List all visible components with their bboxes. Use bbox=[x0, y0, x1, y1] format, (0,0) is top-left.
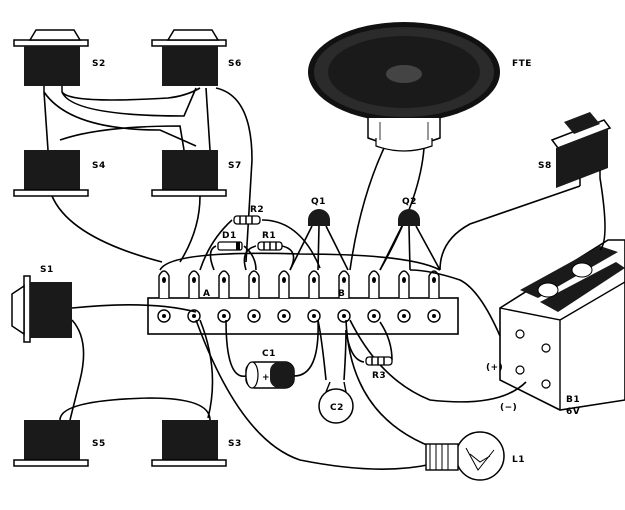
label-c1-plus: + bbox=[262, 373, 270, 383]
terminal-lug bbox=[158, 270, 170, 298]
terminal-screw-center bbox=[402, 314, 406, 318]
label-node-b: B bbox=[338, 289, 345, 299]
label-s8: S8 bbox=[538, 161, 552, 171]
label-r1: R1 bbox=[262, 231, 276, 241]
transistor-q2 bbox=[379, 209, 441, 271]
terminal-lug bbox=[368, 270, 380, 298]
terminal-lug-hole bbox=[432, 277, 436, 283]
lamp-l1 bbox=[425, 431, 505, 481]
transistor-q1 bbox=[289, 209, 349, 271]
label-s6: S6 bbox=[228, 59, 242, 69]
label-s1: S1 bbox=[40, 265, 54, 275]
resistor-r2 bbox=[233, 215, 261, 225]
label-node-a: A bbox=[203, 289, 210, 299]
label-b1: B1 bbox=[566, 395, 580, 405]
terminal-lug bbox=[398, 270, 410, 298]
terminal-lug bbox=[428, 270, 440, 298]
terminal-screw-center bbox=[162, 314, 166, 318]
terminal-lug bbox=[338, 270, 350, 298]
switch-s4 bbox=[13, 150, 89, 197]
diode-d1 bbox=[217, 241, 243, 251]
label-q2: Q2 bbox=[402, 197, 417, 207]
switch-s2 bbox=[13, 29, 89, 92]
switch-s7 bbox=[151, 150, 227, 197]
terminal-lug-hole bbox=[252, 277, 256, 283]
label-q1: Q1 bbox=[311, 197, 326, 207]
terminal-screw-center bbox=[312, 314, 316, 318]
label-b1-voltage: 6V bbox=[566, 407, 580, 417]
speaker-fte bbox=[308, 22, 500, 152]
terminal-lug-hole bbox=[282, 277, 286, 283]
label-d1: D1 bbox=[222, 231, 237, 241]
terminal-screw-center bbox=[432, 314, 436, 318]
terminal-lug bbox=[248, 270, 260, 298]
switch-s8 bbox=[550, 112, 612, 188]
terminal-screw-center bbox=[192, 314, 196, 318]
terminal-lug-hole bbox=[342, 277, 346, 283]
terminal-lug-hole bbox=[162, 277, 166, 283]
label-r2: R2 bbox=[250, 205, 264, 215]
terminal-lug bbox=[218, 270, 230, 298]
label-c1: C1 bbox=[262, 349, 276, 359]
switch-s5 bbox=[13, 420, 89, 467]
label-fte: FTE bbox=[512, 59, 532, 69]
terminal-strip bbox=[147, 270, 459, 335]
terminal-lug-hole bbox=[312, 277, 316, 283]
label-minus: (−) bbox=[500, 403, 517, 413]
terminal-lug bbox=[188, 270, 200, 298]
terminal-lug-hole bbox=[222, 277, 226, 283]
label-plus: (+) bbox=[486, 363, 503, 373]
label-r3: R3 bbox=[372, 371, 386, 381]
terminal-lug bbox=[278, 270, 290, 298]
capacitor-c1 bbox=[245, 361, 295, 389]
terminal-screw-center bbox=[252, 314, 256, 318]
terminal-screw-center bbox=[282, 314, 286, 318]
terminal-lug-hole bbox=[372, 277, 376, 283]
label-s7: S7 bbox=[228, 161, 242, 171]
switch-s6 bbox=[151, 29, 227, 86]
terminal-screw-center bbox=[222, 314, 226, 318]
label-s4: S4 bbox=[92, 161, 106, 171]
resistor-r3 bbox=[365, 356, 393, 366]
switch-s1 bbox=[11, 275, 72, 343]
label-c2: C2 bbox=[330, 403, 344, 413]
resistor-r1 bbox=[257, 241, 283, 251]
capacitor-c2 bbox=[318, 381, 354, 424]
battery-pack-b1 bbox=[499, 239, 625, 411]
wiring bbox=[43, 87, 606, 470]
terminal-screw-center bbox=[342, 314, 346, 318]
label-l1: L1 bbox=[512, 455, 525, 465]
switch-s3 bbox=[151, 420, 227, 467]
label-s3: S3 bbox=[228, 439, 242, 449]
terminal-lug-hole bbox=[402, 277, 406, 283]
label-s5: S5 bbox=[92, 439, 106, 449]
terminal-lug-hole bbox=[192, 277, 196, 283]
label-s2: S2 bbox=[92, 59, 106, 69]
terminal-lug bbox=[308, 270, 320, 298]
terminal-screw-center bbox=[372, 314, 376, 318]
